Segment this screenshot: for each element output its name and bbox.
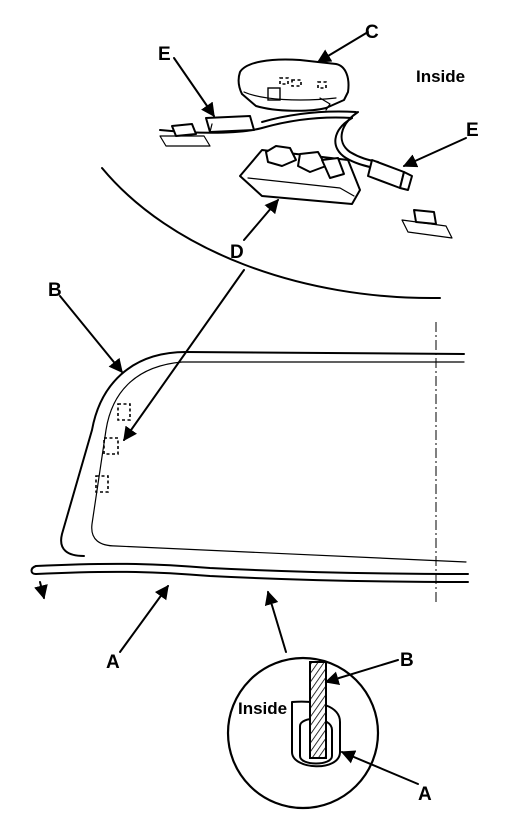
label-e-left: E [158,44,171,65]
label-c: C [365,22,379,43]
windshield-glass [30,322,469,602]
mounting-clip-left [159,123,211,147]
label-a-bottom: A [106,652,120,673]
connector-e-right [367,159,413,191]
leader-d-to-glass [123,269,245,442]
roof-interior-edge [101,167,441,300]
mounting-base-d [239,145,361,205]
mounting-clip-right [401,209,453,239]
label-b-top: B [48,280,62,301]
detail-cross-section [226,656,380,810]
label-a-detail: A [418,784,432,805]
connector-e-left [205,115,255,133]
pull-direction-arrow [34,581,48,600]
light-housing-c [237,58,350,112]
leader-e-left [173,57,215,118]
leader-b-detail [324,659,399,686]
leader-d [243,198,279,241]
label-b-detail: B [400,650,414,671]
label-inside-detail: Inside [238,699,287,718]
leader-e-right [402,137,467,168]
label-d: D [230,242,244,263]
leader-c [316,31,369,63]
leader-a-bottom [119,584,169,653]
label-inside-top: Inside [416,67,465,86]
label-e-right: E [466,120,479,141]
locator-marks [95,403,131,493]
leader-a-detail [340,750,419,785]
leader-b-top [59,295,123,374]
glass-section [309,661,327,759]
leader-detail-callout [264,590,287,653]
